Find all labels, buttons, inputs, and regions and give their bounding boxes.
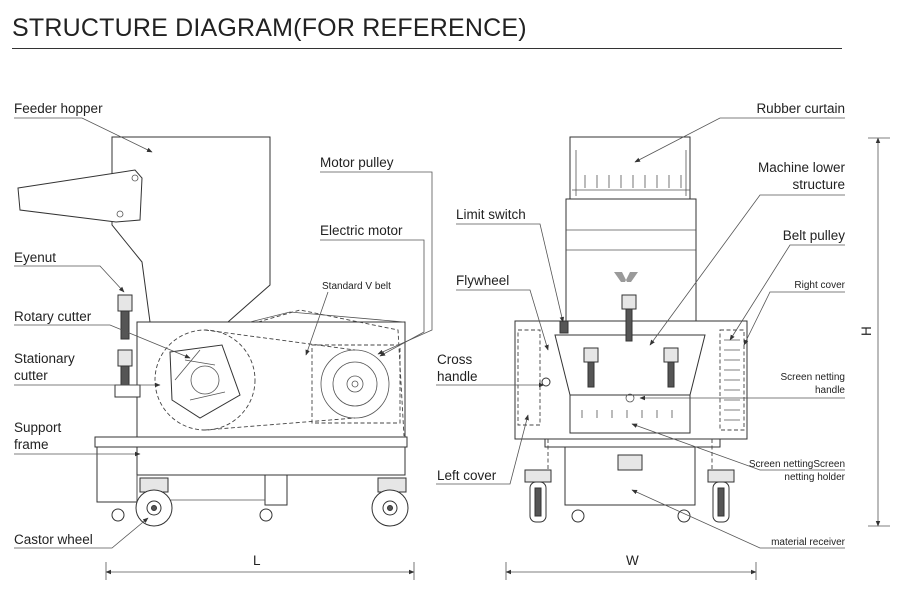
left-labels: Feeder hopper Motor pulley Electric moto… xyxy=(14,101,403,568)
label-support-frame-line2: frame xyxy=(14,437,49,452)
label-screen-netting-handle-line2: handle xyxy=(815,385,845,396)
label-material-receiver: material receiver xyxy=(771,537,846,548)
rotor-hub xyxy=(190,365,220,395)
label-screen-netting-handle-line1: Screen netting xyxy=(781,372,846,383)
electric-motor xyxy=(311,344,401,424)
right-labels: Rubber curtain Machine lower structure L… xyxy=(437,101,874,568)
side-view xyxy=(14,117,433,580)
label-cross-handle-line1: Cross xyxy=(437,352,473,367)
label-screen-netting-holder-line1: Screen nettingScreen xyxy=(749,459,845,470)
dimension-h-label: H xyxy=(859,326,874,336)
label-motor-pulley: Motor pulley xyxy=(320,155,394,170)
castor-wheel-rear xyxy=(371,477,409,527)
label-right-cover: Right cover xyxy=(794,280,845,291)
label-rubber-curtain: Rubber curtain xyxy=(756,101,845,116)
label-screen-netting-holder-line2: netting holder xyxy=(784,472,845,483)
castor-wheel-front xyxy=(135,477,173,527)
label-castor-wheel: Castor wheel xyxy=(14,532,93,547)
front-view xyxy=(436,117,890,580)
label-left-cover: Left cover xyxy=(437,468,497,483)
label-cross-handle-line2: handle xyxy=(437,369,478,384)
label-rotary-cutter: Rotary cutter xyxy=(14,309,92,324)
dimension-l-label: L xyxy=(253,553,261,568)
label-stationary-cutter-line2: cutter xyxy=(14,368,48,383)
eyenut xyxy=(117,294,133,312)
motor-pulley xyxy=(320,349,390,419)
brand-logo xyxy=(614,272,638,282)
limit-switch xyxy=(559,320,569,334)
belt-guard xyxy=(257,309,405,437)
right-cover xyxy=(719,329,745,431)
title-divider xyxy=(12,48,842,49)
feeder-hopper xyxy=(111,136,271,323)
page-title: STRUCTURE DIAGRAM(FOR REFERENCE) xyxy=(12,14,527,42)
label-electric-motor: Electric motor xyxy=(320,223,403,238)
label-limit-switch: Limit switch xyxy=(456,207,526,222)
label-standard-v-belt: Standard V belt xyxy=(322,281,391,292)
label-belt-pulley: Belt pulley xyxy=(783,228,846,243)
label-eyenut: Eyenut xyxy=(14,250,56,265)
feed-chute xyxy=(17,169,143,223)
dimension-w-label: W xyxy=(626,553,639,568)
label-machine-lower-structure-line1: Machine lower xyxy=(758,160,846,175)
label-stationary-cutter-line1: Stationary xyxy=(14,351,75,366)
front-castor-left xyxy=(524,469,552,523)
support-frame xyxy=(94,436,408,448)
label-machine-lower-structure-line2: structure xyxy=(792,177,845,192)
label-feeder-hopper: Feeder hopper xyxy=(14,101,103,116)
front-castor-right xyxy=(707,469,735,523)
rubber-curtain-hopper xyxy=(569,136,691,200)
label-flywheel: Flywheel xyxy=(456,273,509,288)
label-support-frame-line1: Support xyxy=(14,420,62,435)
v-belt xyxy=(204,329,356,431)
screen-netting xyxy=(569,394,691,434)
